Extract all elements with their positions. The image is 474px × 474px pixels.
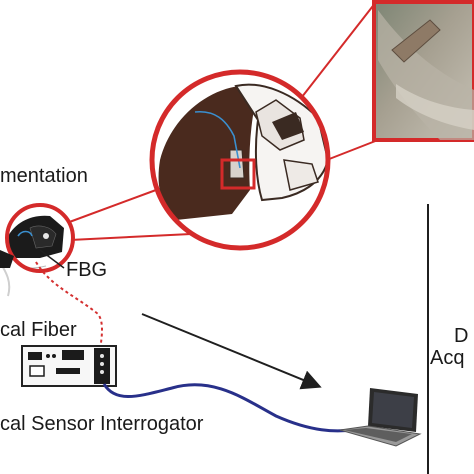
data-acquisition-label-line1: D	[454, 325, 469, 347]
animal-legs	[0, 250, 14, 297]
optical-fiber-label: cal Fiber	[0, 319, 77, 341]
arrow-icon	[141, 313, 322, 390]
usb-cable	[102, 383, 353, 433]
animal-callout-circle	[5, 203, 75, 273]
optical-fiber-dotted	[35, 261, 103, 351]
photo-inset	[372, 0, 474, 142]
laptop-icon	[339, 388, 422, 447]
fbg-pointer	[39, 249, 65, 269]
data-acquisition-label-line2: Acq	[430, 347, 465, 369]
instrumentation-label: mentation	[0, 165, 88, 187]
fbg-label: FBG	[66, 259, 108, 281]
bone-magnified-view	[149, 69, 331, 251]
interrogator-label: cal Sensor Interrogator	[0, 413, 204, 435]
interrogator-icon	[21, 345, 117, 387]
